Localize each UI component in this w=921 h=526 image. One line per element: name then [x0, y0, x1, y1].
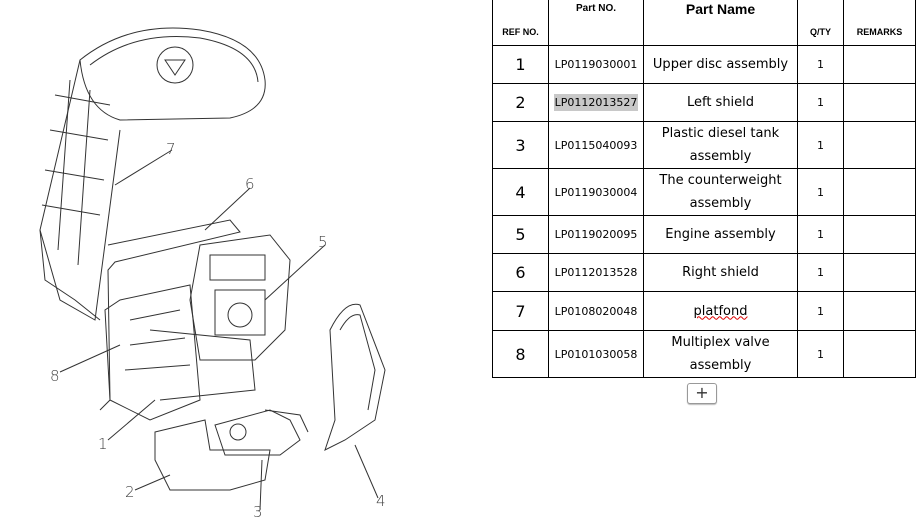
header-remarks: REMARKS [843, 0, 916, 46]
remarks-cell[interactable] [843, 168, 916, 216]
part-no-cell[interactable]: LP0112013528 [548, 253, 644, 292]
qty-cell: 1 [797, 45, 844, 84]
remarks-cell[interactable] [843, 330, 916, 378]
table-row: 5 LP0119020095 Engine assembly 1 [492, 215, 916, 254]
qty-cell: 1 [797, 330, 844, 378]
ref-cell: 7 [492, 291, 549, 331]
table-row: 8 LP0101030058 Multiplex valve assembly … [492, 330, 916, 378]
table-row: 6 LP0112013528 Right shield 1 [492, 253, 916, 292]
part-name-cell[interactable]: Plastic diesel tank assembly [643, 121, 798, 169]
header-part-name: Part Name [643, 0, 798, 46]
part-no-cell[interactable]: LP0101030058 [548, 330, 644, 378]
qty-cell: 1 [797, 215, 844, 254]
part-no-cell[interactable]: LP0108020048 [548, 291, 644, 331]
table-row: 1 LP0119030001 Upper disc assembly 1 [492, 45, 916, 84]
callout-8: 8 [50, 367, 60, 385]
part-name-cell[interactable]: Upper disc assembly [643, 45, 798, 84]
qty-cell: 1 [797, 168, 844, 216]
remarks-cell[interactable] [843, 253, 916, 292]
header-ref-no: REF NO. [492, 0, 549, 46]
header-part-no: Part NO. [548, 0, 644, 46]
part-no-cell[interactable]: LP0119020095 [548, 215, 644, 254]
callout-7: 7 [166, 140, 176, 158]
part-no-cell[interactable]: LP0115040093 [548, 121, 644, 169]
callout-3: 3 [253, 503, 263, 521]
exploded-parts-diagram: 7 6 5 8 1 2 3 4 [39, 27, 386, 521]
part-name-cell[interactable]: Left shield [643, 83, 798, 122]
remarks-cell[interactable] [843, 215, 916, 254]
ref-cell: 2 [492, 83, 549, 122]
qty-cell: 1 [797, 291, 844, 331]
part-no-cell[interactable]: LP0119030004 [548, 168, 644, 216]
table-row: 7 LP0108020048 platfond 1 [492, 291, 916, 331]
ref-cell: 8 [492, 330, 549, 378]
ref-cell: 6 [492, 253, 549, 292]
remarks-cell[interactable] [843, 291, 916, 331]
table-row: 4 LP0119030004 The counterweight assembl… [492, 168, 916, 216]
misspelled-word[interactable]: platfond [693, 303, 748, 319]
part-name-cell[interactable]: Right shield [643, 253, 798, 292]
part-name-cell[interactable]: Engine assembly [643, 215, 798, 254]
ref-cell: 1 [492, 45, 549, 84]
header-qty: Q/TY [797, 0, 844, 46]
part-no-cell[interactable]: LP0112013527 [548, 83, 644, 122]
table-row: 3 LP0115040093 Plastic diesel tank assem… [492, 121, 916, 169]
ref-cell: 5 [492, 215, 549, 254]
part-name-cell[interactable]: platfond [643, 291, 798, 331]
callout-5: 5 [318, 233, 328, 251]
part-name-cell[interactable]: The counterweight assembly [643, 168, 798, 216]
callout-6: 6 [245, 175, 255, 193]
remarks-cell[interactable] [843, 45, 916, 84]
table-header-row: REF NO. Part NO. Part Name Q/TY REMARKS [492, 0, 916, 46]
part-no-cell[interactable]: LP0119030001 [548, 45, 644, 84]
qty-cell: 1 [797, 253, 844, 292]
table-row: 2 LP0112013527 Left shield 1 [492, 83, 916, 122]
callout-2: 2 [125, 483, 135, 501]
part-name-cell[interactable]: Multiplex valve assembly [643, 330, 798, 378]
remarks-cell[interactable] [843, 83, 916, 122]
remarks-cell[interactable] [843, 121, 916, 169]
ref-cell: 4 [492, 168, 549, 216]
callout-4: 4 [376, 492, 386, 510]
selected-text[interactable]: LP0112013527 [553, 94, 639, 111]
ref-cell: 3 [492, 121, 549, 169]
add-row-button[interactable]: + [687, 383, 717, 404]
qty-cell: 1 [797, 83, 844, 122]
diagram-drawing [39, 27, 386, 511]
parts-table: REF NO. Part NO. Part Name Q/TY REMARKS … [492, 0, 916, 378]
qty-cell: 1 [797, 121, 844, 169]
callout-1: 1 [98, 435, 108, 453]
